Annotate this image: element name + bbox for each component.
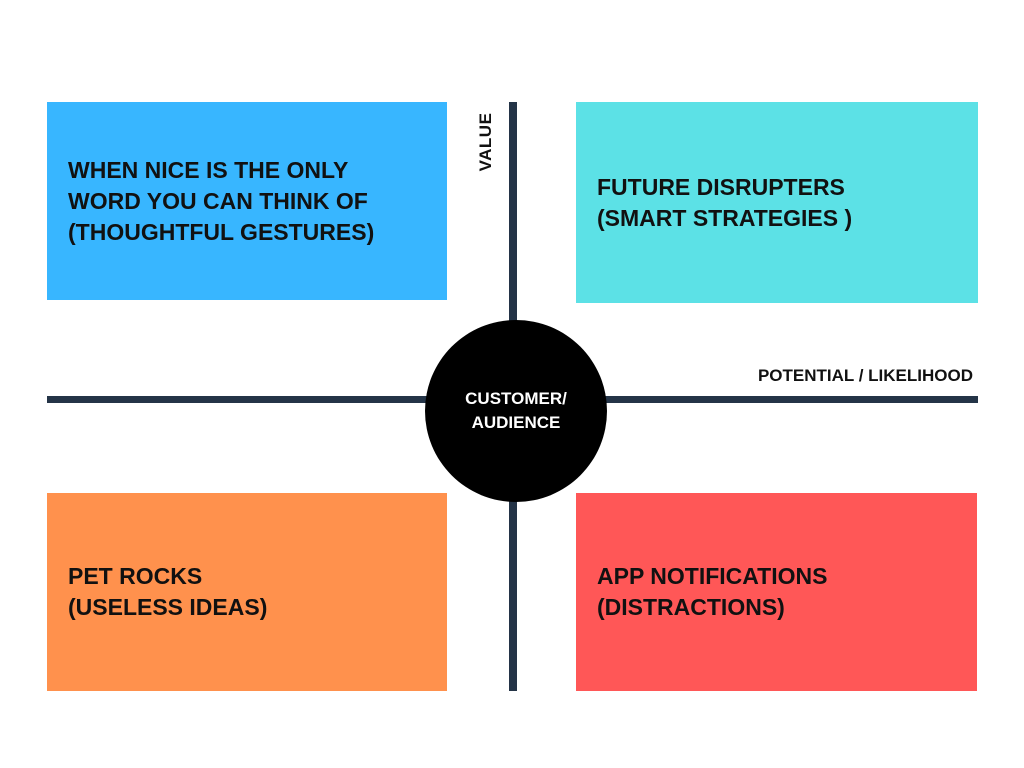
center-label-line-1: CUSTOMER/ [465,389,567,408]
quadrant-top-left: WHEN NICE IS THE ONLY WORD YOU CAN THINK… [47,102,447,300]
quadrant-top-right-text: FUTURE DISRUPTERS (SMART STRATEGIES ) [597,172,852,234]
quadrant-top-left-text: WHEN NICE IS THE ONLY WORD YOU CAN THINK… [68,155,374,248]
quadrant-top-right-line-2: (SMART STRATEGIES ) [597,204,853,231]
quadrant-top-right-line-1: FUTURE DISRUPTERS [597,173,845,200]
potential-axis-label: POTENTIAL / LIKELIHOOD [757,366,973,385]
quadrant-top-left-line-2: WORD YOU CAN THINK OF [68,187,368,214]
value-axis-label-text: VALUE [476,112,495,172]
quadrant-bottom-right-line-1: APP NOTIFICATIONS [597,563,828,589]
quadrant-bottom-left-text: PET ROCKS (USELESS IDEAS) [68,561,267,623]
center-label-line-2: AUDIENCE [471,413,561,432]
quadrant-bottom-right-line-2: (DISTRACTIONS) [597,594,785,620]
quadrant-top-left-line-3: (THOUGHTFUL GESTURES) [68,218,375,245]
quadrant-top-right: FUTURE DISRUPTERS (SMART STRATEGIES ) [576,102,978,303]
quadrant-top-left-line-1: WHEN NICE IS THE ONLY [68,156,349,183]
quadrant-bottom-left-line-1: PET ROCKS [68,563,203,589]
quadrant-bottom-right-text: APP NOTIFICATIONS (DISTRACTIONS) [597,561,827,623]
center-circle: CUSTOMER/ AUDIENCE [425,320,607,502]
quadrant-bottom-left-line-2: (USELESS IDEAS) [68,594,268,620]
quadrant-bottom-left: PET ROCKS (USELESS IDEAS) [47,493,447,691]
quadrant-bottom-right: APP NOTIFICATIONS (DISTRACTIONS) [576,493,977,691]
